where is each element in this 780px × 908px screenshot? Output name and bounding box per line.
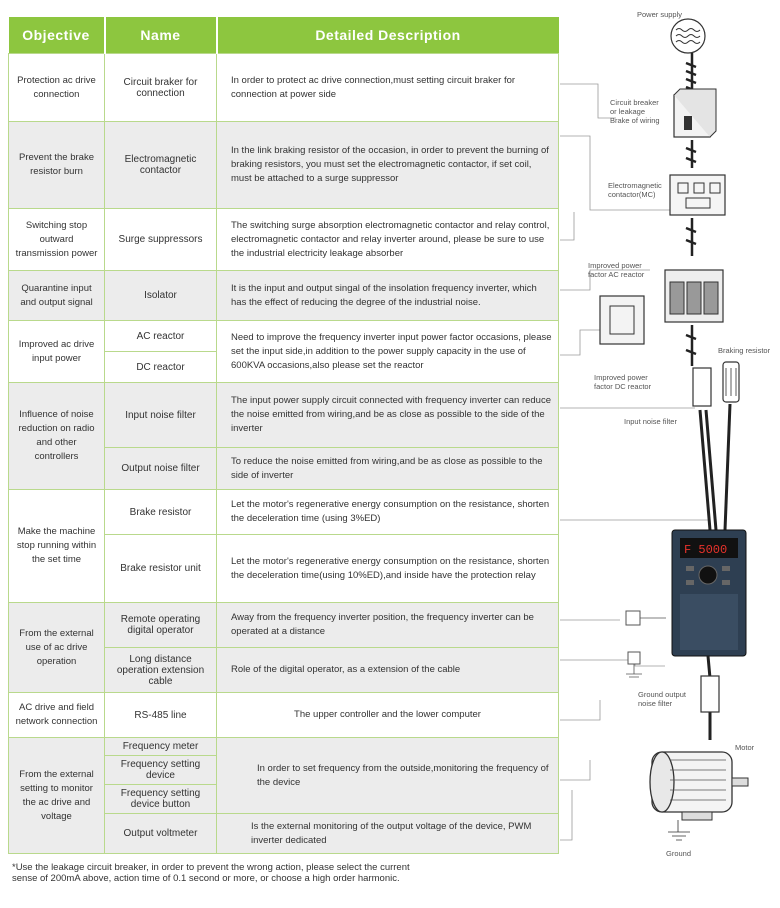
description-cell: Away from the frequency inverter positio… [216,602,559,648]
table-row: AC drive and field network connection RS… [8,692,559,738]
name-cell: Brake resistor unit [104,534,217,603]
name-cell: AC reactor [104,320,217,352]
label-motor: Motor [735,743,755,752]
remote-operator-icon [625,610,666,626]
header-name: Name [104,17,218,54]
name-cell: Surge suppressors [104,208,217,271]
table-row: Switching stop outward transmission powe… [8,208,559,271]
description-cell: In the link braking resistor of the occa… [216,121,559,209]
objective-cell: Prevent the brake resistor burn [8,121,105,209]
name-cell: Brake resistor [104,489,217,535]
header-objective: Objective [8,17,106,54]
label-braking-resistor: Braking resistor [718,346,771,355]
table-row: Quarantine input and output signal Isola… [8,270,559,321]
contactor-icon [669,174,726,216]
name-cell: Circuit braker for connection [104,53,217,122]
cable-icon [685,218,697,256]
objective-cell: Improved ac drive input power [8,320,105,383]
table-row: Improved ac drive input power AC reactor… [8,320,559,383]
description-cell: In order to protect ac drive connection,… [216,53,559,122]
circuit-breaker-icon [673,88,717,138]
description-cell: To reduce the noise emitted from wiring,… [216,447,559,490]
inverter-icon: F 5000 [671,529,747,657]
accessory-table: Objective Name Detailed Description Prot… [8,17,559,854]
table-header-row: Objective Name Detailed Description [8,17,559,54]
description-cell: Let the motor's regenerative energy cons… [216,534,559,603]
description-cell: Let the motor's regenerative energy cons… [216,489,559,535]
label-circuit-breaker: Circuit breaker or leakage Brake of wiri… [610,98,661,125]
name-cell: Frequency setting device [104,755,217,785]
name-cell: Long distance operation extension cable [104,647,217,693]
wires [698,403,732,531]
table-row: Output noise filter To reduce the noise … [9,447,559,490]
table-row: Frequency setting device [9,755,559,785]
footnote: *Use the leakage circuit breaker, in ord… [12,862,410,884]
cable-icon [685,53,697,93]
cable-icon [685,140,697,168]
objective-cell: Quarantine input and output signal [8,270,105,321]
table-row: Brake resistor unit Let the motor's rege… [9,534,559,603]
label-ground: Ground [666,849,691,858]
description-cell: The switching surge absorption electroma… [216,208,559,271]
table-row: Make the machine stop running within the… [8,489,559,603]
objective-cell: Influence of noise reduction on radio an… [8,382,105,490]
description-cell: The input power supply circuit connected… [216,382,559,448]
table-row: From the external use of ac drive operat… [8,602,559,693]
inverter-display: F 5000 [684,543,727,557]
power-supply-icon [670,18,706,54]
ground-symbol-icon [626,651,642,678]
objective-cell: AC drive and field network connection [8,692,105,738]
table-row: Protection ac drive connection Circuit b… [8,53,559,122]
description-cell: In order to set frequency from the outsi… [216,737,559,814]
ac-reactor-icon [664,269,724,323]
name-cell: DC reactor [104,351,217,383]
name-cell: Electromagnetic contactor [104,121,217,209]
description-cell: It is the input and output singal of the… [216,270,559,321]
name-cell: Input noise filter [104,382,217,448]
name-cell: Isolator [104,270,217,321]
description-cell: Need to improve the frequency inverter i… [216,320,559,383]
objective-cell: From the external use of ac drive operat… [8,602,105,693]
objective-cell: Protection ac drive connection [8,53,105,122]
name-cell: Output voltmeter [104,813,217,854]
cable-icon [685,325,697,366]
name-cell: RS-485 line [104,692,217,738]
description-cell: Role of the digital operator, as a exten… [216,647,559,693]
motor-ground-icon [668,820,690,841]
motor-icon [649,751,749,821]
name-cell: Frequency meter [104,737,217,756]
output-noise-filter-icon [700,675,720,713]
objective-cell: From the external setting to monitor the… [8,737,105,854]
name-cell: Remote operating digital operator [104,602,217,648]
wires [706,655,712,740]
table-row: Prevent the brake resistor burn Electrom… [8,121,559,209]
table-row: From the external setting to monitor the… [8,737,559,854]
label-input-filter: Input noise filter [624,417,677,426]
objective-cell: Switching stop outward transmission powe… [8,208,105,271]
table-row: Long distance operation extension cable … [9,647,559,693]
name-cell: Output noise filter [104,447,217,490]
wiring-diagram: Power supply Circuit breaker or leakage … [560,10,771,858]
objective-cell: Make the machine stop running within the… [8,489,105,603]
label-power-supply: Power supply [637,10,682,19]
table-row: Frequency setting device button [9,784,559,814]
label-ac-reactor: Improved power factor AC reactor [588,261,645,279]
label-contactor: Electromagnetic contactor(MC) [608,181,664,199]
table-row: Influence of noise reduction on radio an… [8,382,559,490]
input-noise-filter-icon [692,367,712,407]
description-cell: The upper controller and the lower compu… [216,692,559,738]
label-output-filter: Ground output noise filter [638,690,688,708]
braking-resistor-icon [722,361,740,403]
dc-reactor-icon [599,295,645,345]
label-dc-reactor: Improved power factor DC reactor [594,373,652,391]
table-row: Output voltmeter Is the external monitor… [9,813,559,854]
header-description: Detailed Description [216,17,559,54]
connector-lines [560,83,710,841]
name-cell: Frequency setting device button [104,784,217,814]
description-cell: Is the external monitoring of the output… [216,813,559,854]
